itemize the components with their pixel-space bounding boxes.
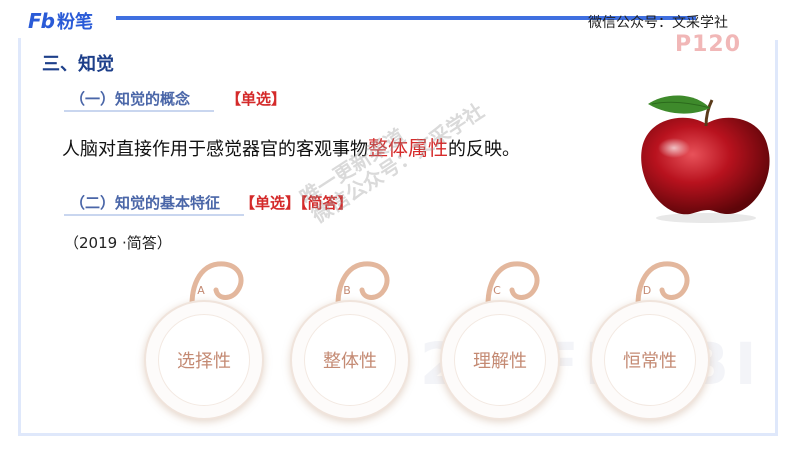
brand-logo: Fb 粉笔 — [28, 8, 93, 34]
feature-card: B 整体性 — [290, 261, 410, 432]
definition-highlight: 整体属性 — [368, 136, 448, 160]
feature-label: 选择性 — [177, 351, 231, 372]
feature-card: C 理解性 — [440, 261, 560, 432]
feature-circle: 恒常性 — [590, 300, 710, 420]
hook-decoration — [335, 261, 390, 320]
top-accent-bar — [116, 16, 696, 20]
hook-decoration — [635, 261, 690, 320]
feature-card: A 选择性 — [144, 261, 264, 432]
question-type-tag: 【单选】【简答】 — [240, 194, 353, 212]
feature-letter: D — [642, 284, 652, 297]
page-number: P120 — [675, 32, 742, 57]
feature-label: 理解性 — [473, 351, 527, 372]
section-title: 三、知觉 — [42, 54, 114, 75]
hook-decoration — [485, 261, 540, 320]
feature-circle: 整体性 — [290, 300, 410, 420]
frame-left — [18, 38, 21, 436]
frame-right — [775, 40, 778, 436]
feature-circle-inner: 整体性 — [304, 314, 396, 406]
subheading-underline — [64, 110, 214, 112]
subheading-underline — [64, 214, 244, 216]
apple-illustration — [641, 95, 770, 223]
feature-letter: A — [197, 284, 205, 297]
logo-mark: Fb — [28, 9, 55, 33]
feature-label: 恒常性 — [623, 351, 677, 372]
feature-circle-inner: 恒常性 — [604, 314, 696, 406]
feature-circle-inner: 选择性 — [158, 314, 250, 406]
definition-text: 人脑对直接作用于感觉器官的客观事物整体属性的反映。 — [62, 132, 520, 161]
frame-bottom — [18, 433, 778, 436]
exam-year-note: （2019 ·简答） — [64, 234, 172, 252]
feature-circle-inner: 理解性 — [454, 314, 546, 406]
subheading-concept: （一）知觉的概念 — [70, 90, 191, 108]
feature-label: 整体性 — [323, 351, 377, 372]
wechat-account: 微信公众号：文采学社 — [588, 15, 728, 31]
feature-circle: 理解性 — [440, 300, 560, 420]
definition-before: 人脑对直接作用于感觉器官的客观事物 — [62, 139, 368, 160]
definition-after: 的反映。 — [448, 139, 520, 160]
feature-letter: C — [493, 284, 501, 297]
feature-letter: B — [343, 284, 351, 297]
feature-circle: 选择性 — [144, 300, 264, 420]
feature-card: D 恒常性 — [590, 261, 710, 432]
logo-text: 粉笔 — [56, 12, 93, 33]
subheading-features: （二）知觉的基本特征 — [70, 194, 221, 212]
hook-decoration — [189, 261, 244, 320]
question-type-tag: 【单选】 — [226, 90, 287, 108]
